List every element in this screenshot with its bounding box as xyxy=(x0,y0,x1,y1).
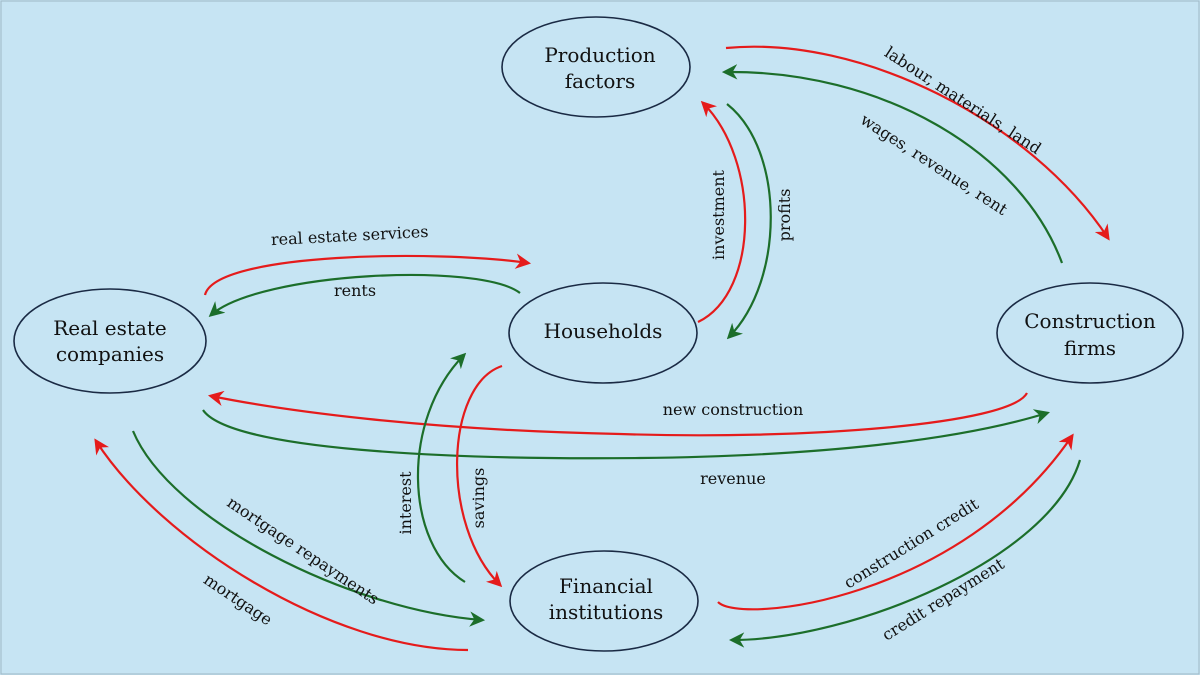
arrow-rents xyxy=(208,273,521,318)
arrow-profits xyxy=(726,103,772,340)
node-households-label: Households xyxy=(544,319,663,343)
node-production-factors-line1: Production xyxy=(544,43,655,67)
label-revenue: revenue xyxy=(700,469,766,488)
arrow-new-construction xyxy=(207,390,1028,437)
arrow-real-estate-services xyxy=(203,253,532,296)
node-production-factors: Production factors xyxy=(501,16,691,118)
arrow-mortgage xyxy=(94,438,469,652)
node-production-factors-line2: factors xyxy=(565,69,635,93)
label-credit-repayment: credit repayment xyxy=(879,554,1009,645)
arrow-revenue xyxy=(202,409,1050,460)
arrow-credit-repayment xyxy=(728,459,1082,648)
label-profits: profits xyxy=(775,189,794,242)
arrow-wages-revenue-rent xyxy=(721,64,1064,264)
arrow-interest xyxy=(416,352,467,583)
node-financial-line2: institutions xyxy=(549,600,664,624)
label-mortgage-repayments: mortgage repayments xyxy=(224,493,383,609)
label-rents: rents xyxy=(334,281,376,300)
arrow-labour-materials-land xyxy=(725,45,1110,241)
node-real-estate-line1: Real estate xyxy=(53,316,167,340)
label-real-estate-services: real estate services xyxy=(271,222,429,249)
arrow-savings xyxy=(456,364,503,588)
label-savings: savings xyxy=(469,468,488,529)
label-mortgage: mortgage xyxy=(200,570,276,630)
node-construction-line1: Construction xyxy=(1024,309,1156,333)
node-real-estate-line2: companies xyxy=(56,342,164,366)
arrow-investment xyxy=(697,100,747,323)
label-investment: investment xyxy=(709,169,728,260)
arrow-mortgage-repayments xyxy=(131,430,486,627)
node-financial-line1: Financial xyxy=(559,574,653,598)
node-construction-firms: Construction firms xyxy=(996,282,1184,384)
node-construction-line2: firms xyxy=(1064,336,1116,360)
label-interest: interest xyxy=(396,471,415,535)
arrow-construction-credit xyxy=(717,433,1074,611)
node-households: Households xyxy=(508,282,698,384)
node-financial-institutions: Financial institutions xyxy=(509,550,699,652)
label-new-construction: new construction xyxy=(663,400,804,419)
node-real-estate-companies: Real estate companies xyxy=(13,288,207,394)
